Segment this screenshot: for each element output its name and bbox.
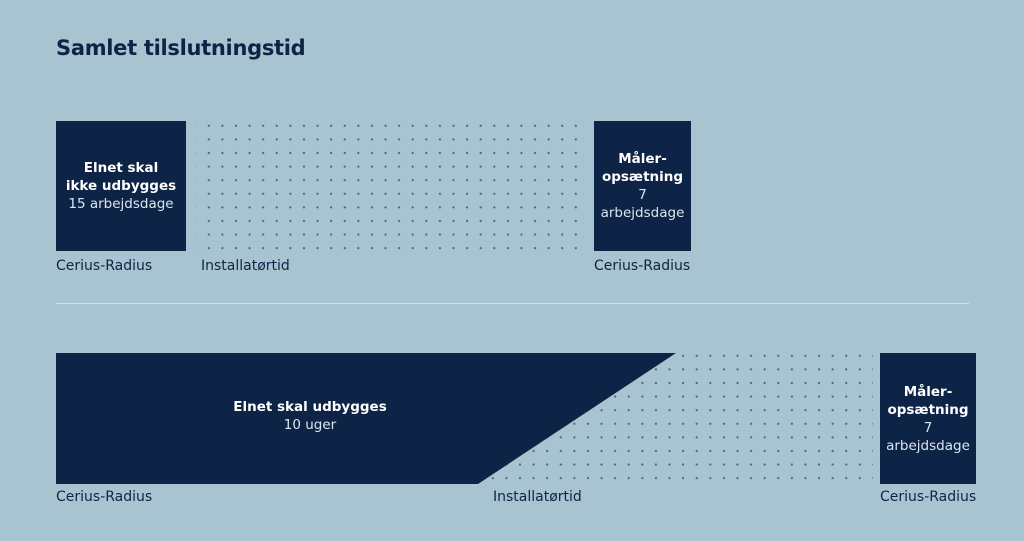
box-elnet-detail: 15 arbejdsdage	[68, 196, 174, 212]
box-maaler-title: Måler- opsætning	[601, 151, 684, 185]
main-elnet-detail: 10 uger	[283, 417, 337, 433]
label-cerius-radius-left-row2: Cerius-Radius	[56, 489, 153, 505]
divider	[56, 303, 969, 304]
box-maaler-title: Måler- opsætning	[887, 383, 969, 418]
main-elnet-udbygges-text: Elnet skal udbygges 10 uger	[190, 370, 430, 462]
label-installatortid-row1: Installatørtid	[201, 258, 290, 274]
page-title: Samlet tilslutningstid	[56, 36, 306, 60]
box-elnet-line2: ikke udbygges	[65, 178, 177, 194]
box-elnet-line1: Elnet skal	[83, 160, 159, 176]
box-maaler-detail: 7 arbejdsdage	[600, 187, 685, 221]
installer-time-dots-row1	[196, 116, 588, 253]
box-elnet-ikke-udbygges: Elnet skal ikke udbygges 15 arbejdsdage	[56, 121, 186, 251]
label-cerius-radius-right-row1: Cerius-Radius	[594, 258, 691, 274]
box-maaler-opsaetning-row2: Måler- opsætning 7 arbejdsdage	[880, 353, 976, 484]
elnet-udbygges-shape	[56, 353, 676, 484]
main-elnet-title: Elnet skal udbygges	[233, 399, 387, 415]
label-cerius-radius-right-row2: Cerius-Radius	[880, 489, 977, 505]
box-maaler-detail: 7 arbejdsdage	[886, 419, 970, 454]
label-installatortid-row2: Installatørtid	[493, 489, 582, 505]
label-cerius-radius-left-row1: Cerius-Radius	[56, 258, 153, 274]
box-maaler-opsaetning-row1: Måler- opsætning 7 arbejdsdage	[594, 121, 691, 251]
